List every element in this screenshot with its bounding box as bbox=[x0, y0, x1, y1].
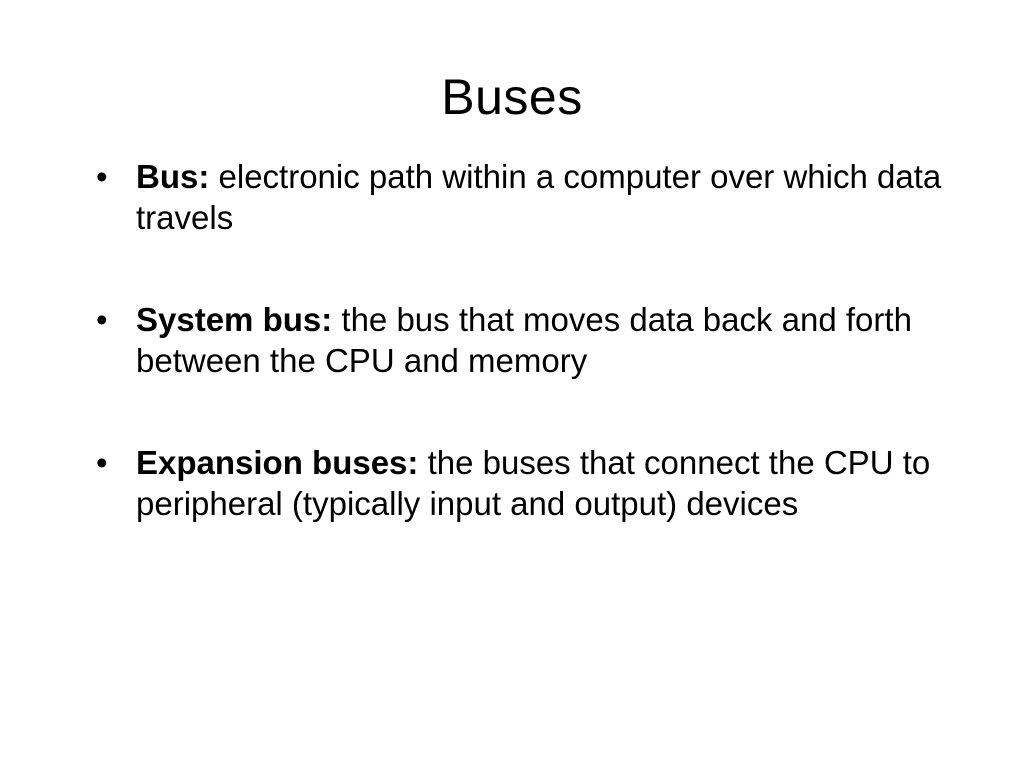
bullet-term: Expansion buses: bbox=[136, 444, 419, 481]
bullet-dot-icon: • bbox=[96, 301, 108, 338]
bullet-term: Bus: bbox=[136, 158, 210, 195]
bullet-dot-icon: • bbox=[96, 444, 108, 481]
bullet-definition: electronic path within a computer over w… bbox=[136, 158, 942, 236]
bullet-term: System bus: bbox=[136, 301, 333, 338]
bullet-definition: the bus that moves data back and forth b… bbox=[136, 301, 912, 379]
bullet-dot-icon: • bbox=[96, 158, 108, 195]
bullet-definition: the buses that connect the CPU to periph… bbox=[136, 444, 931, 522]
bullet-item-expansion-buses: • Expansion buses: the buses that connec… bbox=[96, 442, 956, 524]
slide-title: Buses bbox=[441, 69, 583, 125]
bullet-list: • Bus: electronic path within a computer… bbox=[96, 156, 956, 524]
bullet-item-system-bus: • System bus: the bus that moves data ba… bbox=[96, 299, 956, 381]
bullet-item-bus: • Bus: electronic path within a computer… bbox=[96, 156, 956, 238]
